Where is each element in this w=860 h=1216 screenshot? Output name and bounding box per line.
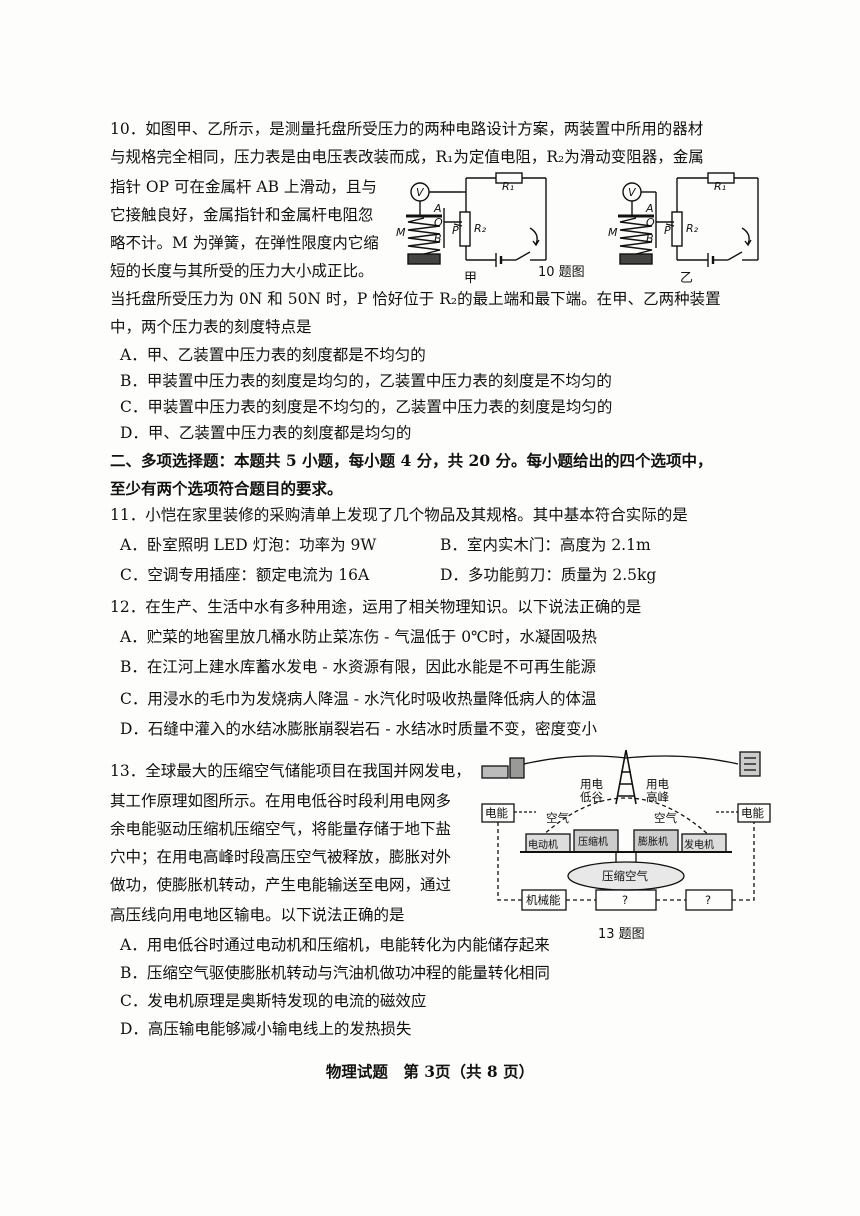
q13-high-peak-2: 高峰 (646, 790, 669, 804)
q10-m-label: M (396, 226, 406, 239)
q10-circuit-figure: V R₁ R₂ A O B P M V R₁ R₂ A O B P M 甲 10… (396, 172, 759, 286)
q10-label-jia: 甲 (464, 271, 477, 286)
q10-o-label: O (434, 216, 443, 229)
q11-option-b: B．室内实木门：高度为 2.1m (440, 536, 651, 554)
q10-line-8: 中，两个压力表的刻度特点是 (110, 318, 312, 336)
q10-option-c: C．甲装置中压力表的刻度是不均匀的，乙装置中压力表的刻度是均匀的 (120, 398, 613, 416)
q10-p-label: P (452, 224, 459, 237)
q10-line-7: 当托盘所受压力为 0N 和 50N 时，P 恰好位于 R₂的最上端和最下端。在甲… (110, 290, 721, 308)
page-footer: 物理试题 第 3页（共 8 页） (325, 1062, 535, 1081)
q13-electric-right: 电能 (741, 806, 764, 820)
q13-compressed-air: 压缩空气 (602, 869, 648, 883)
q13-line-6: 高压线向用电地区输电。以下说法正确的是 (110, 906, 405, 924)
q13-low-peak-1: 用电 (580, 777, 603, 791)
q13-unknown-2: ? (705, 893, 711, 907)
q13-unknown-1: ? (622, 893, 628, 907)
q13-low-peak-2: 低谷 (580, 790, 603, 804)
q12-option-b: B．在江河上建水库蓄水发电 - 水资源有限，因此水能是不可再生能源 (120, 658, 596, 676)
q10-line-3: 指针 OP 可在金属杆 AB 上滑动，且与 (110, 178, 377, 196)
q11-option-c: C．空调专用插座：额定电流为 16A (120, 566, 370, 584)
q10-b-label: B (434, 232, 442, 245)
section-2-line-2: 至少有两个选项符合题目的要求。 (110, 479, 343, 498)
q13-line-2: 其工作原理如图所示。在用电低谷时段利用电网多 (110, 792, 452, 810)
q13-line-5: 做功，使膨胀机转动，产生电能输送至电网，通过 (110, 876, 452, 894)
q11-option-d: D．多功能剪刀：质量为 2.5kg (440, 566, 657, 584)
q13-energy-storage-figure: 电能 电能 用电 低谷 用电 高峰 空气 空气 电动机 压缩机 膨胀机 发电机 … (481, 749, 771, 942)
q13-option-b: B．压缩空气驱使膨胀机转动与汽油机做功冲程的能量转化相同 (120, 964, 550, 982)
q13-generator: 发电机 (684, 838, 714, 851)
q10-m-label-2: M (608, 226, 618, 239)
q13-option-c: C．发电机原理是奥斯特发现的电流的磁效应 (120, 992, 427, 1010)
q10-r2-label-2: R₂ (686, 222, 699, 235)
q10-r1-label: R₁ (502, 180, 514, 193)
q13-mechanical: 机械能 (526, 893, 561, 907)
q10-p-label-2: P (664, 224, 671, 237)
q10-a-label: A (433, 202, 442, 215)
q13-high-peak-1: 用电 (646, 777, 669, 791)
q13-electric-left: 电能 (485, 806, 508, 820)
q10-line-2: 与规格完全相同，压力表是由电压表改装而成，R₁为定值电阻，R₂为滑动变阻器，金属 (110, 148, 704, 166)
q10-o-label-2: O (646, 216, 655, 229)
q10-label-yi: 乙 (680, 271, 693, 286)
q10-line-1: 10．如图甲、乙所示，是测量托盘所受压力的两种电路设计方案，两装置中所用的器材 (110, 120, 704, 138)
q13-line-3: 余电能驱动压缩机压缩空气，将能量存储于地下盐 (110, 820, 452, 838)
q13-caption: 13 题图 (598, 927, 645, 942)
q12-stem: 12．在生产、生活中水有多种用途，运用了相关物理知识。以下说法正确的是 (110, 598, 642, 616)
q13-option-d: D．高压输电能够减小输电线上的发热损失 (120, 1020, 412, 1038)
q10-option-d: D．甲、乙装置中压力表的刻度都是均匀的 (120, 424, 412, 442)
q10-option-b: B．甲装置中压力表的刻度是均匀的，乙装置中压力表的刻度是不均匀的 (120, 372, 612, 390)
q11-stem: 11．小恺在家里装修的采购清单上发现了几个物品及其规格。其中基本符合实际的是 (110, 506, 688, 524)
q10-r1-label-2: R₁ (714, 180, 726, 193)
q13-motor: 电动机 (528, 838, 558, 851)
q10-b-label-2: B (646, 232, 654, 245)
q10-voltmeter-label-2: V (628, 186, 637, 199)
q13-air-right: 空气 (654, 811, 677, 825)
q12-option-c: C．用浸水的毛巾为发烧病人降温 - 水汽化时吸收热量降低病人的体温 (120, 690, 597, 708)
q13-line-4: 穴中；在用电高峰时段高压空气被释放，膨胀对外 (110, 848, 452, 866)
section-2-line-1: 二、多项选择题：本题共 5 小题，每小题 4 分，共 20 分。每小题给出的四个… (110, 451, 713, 470)
q10-line-6: 短的长度与其所受的压力大小成正比。 (110, 262, 374, 280)
q10-caption: 10 题图 (538, 265, 585, 280)
q13-compressor: 压缩机 (578, 835, 608, 848)
q10-option-a: A．甲、乙装置中压力表的刻度都是不均匀的 (120, 346, 426, 364)
q10-voltmeter-label: V (416, 186, 425, 199)
q12-option-a: A．贮菜的地窖里放几桶水防止菜冻伤 - 气温低于 0℃时，水凝固吸热 (120, 628, 597, 646)
q10-line-4: 它接触良好，金属指针和金属杆电阻忽 (110, 206, 374, 224)
q12-option-d: D．石缝中灌入的水结冰膨胀崩裂岩石 - 水结冰时质量不变，密度变小 (120, 720, 598, 738)
q13-line-1: 13．全球最大的压缩空气储能项目在我国并网发电， (110, 762, 471, 780)
q13-air-left: 空气 (546, 811, 569, 825)
q13-expander: 膨胀机 (638, 835, 668, 848)
q10-line-5: 略不计。M 为弹簧，在弹性限度内它缩 (110, 234, 379, 252)
q10-r2-label: R₂ (474, 222, 487, 235)
q10-a-label-2: A (645, 202, 654, 215)
q11-option-a: A．卧室照明 LED 灯泡：功率为 9W (120, 536, 377, 554)
q13-option-a: A．用电低谷时通过电动机和压缩机，电能转化为内能储存起来 (120, 936, 550, 954)
